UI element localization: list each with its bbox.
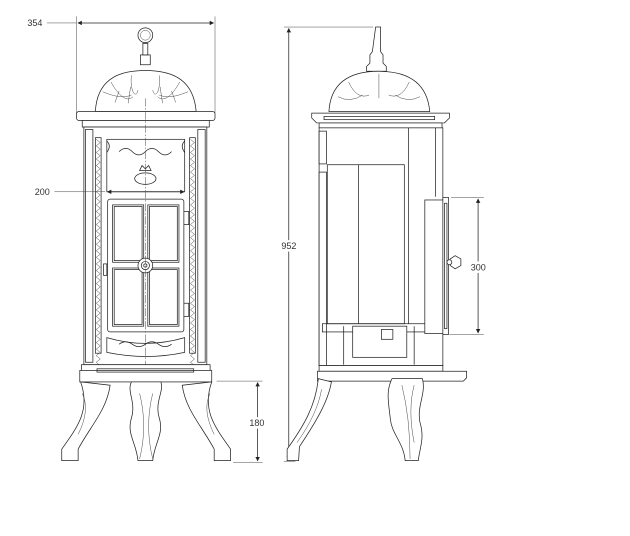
leg-height-label: 180 xyxy=(249,418,264,428)
body: 200 xyxy=(35,126,208,366)
cornice xyxy=(76,111,216,121)
door-height-label: 300 xyxy=(471,262,486,272)
door-handle-icon xyxy=(449,255,462,270)
door-width-dimension: 200 xyxy=(35,187,185,197)
hinge-icon xyxy=(183,302,190,317)
cornice-lower xyxy=(81,120,210,128)
side-view: 952 300 xyxy=(277,26,489,462)
door-height-dimension: 300 xyxy=(449,197,489,335)
side-dome xyxy=(328,70,431,112)
side-base-lower xyxy=(317,370,467,382)
front-view: 354 xyxy=(27,16,268,463)
hinge-icon xyxy=(183,211,190,225)
height-label: 952 xyxy=(281,241,296,251)
width-label: 354 xyxy=(27,18,42,28)
side-cornice xyxy=(311,112,450,124)
width-dimension: 354 xyxy=(27,16,216,114)
side-base xyxy=(318,365,444,372)
side-legs xyxy=(286,378,424,461)
flue-outlet xyxy=(366,26,387,72)
side-door xyxy=(424,197,462,335)
drawer-handle-icon xyxy=(381,329,394,340)
dome xyxy=(94,70,197,112)
front-legs xyxy=(61,381,231,461)
finial xyxy=(137,27,154,66)
front-door xyxy=(103,198,190,333)
door-width-label: 200 xyxy=(35,187,50,197)
ash-drawer xyxy=(352,325,408,358)
height-dimension: 952 xyxy=(277,26,374,462)
leg-height-dimension: 180 xyxy=(216,380,268,463)
latch-icon xyxy=(103,263,108,276)
